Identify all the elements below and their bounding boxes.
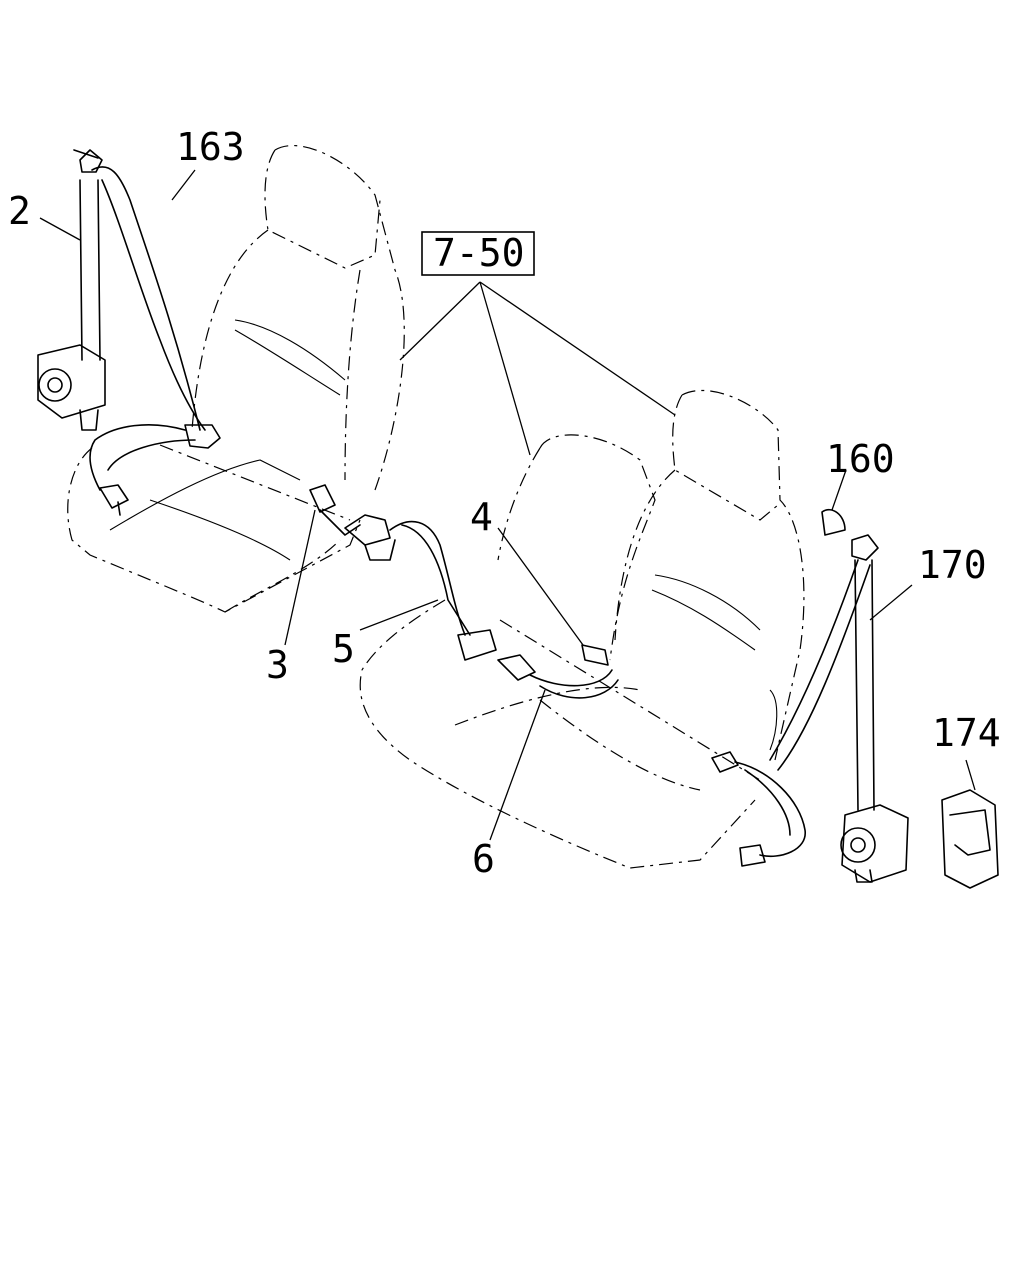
part-label-5: 5 bbox=[332, 627, 355, 671]
reference-label: 7-50 bbox=[433, 231, 525, 275]
left-retractor-belt bbox=[37, 149, 221, 516]
right-seat bbox=[614, 389, 805, 761]
rear-center-seat bbox=[359, 434, 761, 869]
reference-box bbox=[421, 231, 535, 276]
part-label-170: 170 bbox=[918, 543, 987, 587]
leader-lines bbox=[39, 169, 976, 841]
part-label-2: 2 bbox=[8, 189, 31, 233]
part-label-6: 6 bbox=[472, 837, 495, 881]
right-retractor-belt bbox=[711, 508, 999, 889]
buckle-and-center-belt bbox=[309, 484, 619, 699]
part-label-163: 163 bbox=[176, 125, 245, 169]
left-seat bbox=[67, 145, 405, 613]
part-label-4: 4 bbox=[470, 495, 493, 539]
part-label-160: 160 bbox=[826, 437, 895, 481]
part-label-174: 174 bbox=[932, 711, 1001, 755]
part-label-3: 3 bbox=[266, 643, 289, 687]
